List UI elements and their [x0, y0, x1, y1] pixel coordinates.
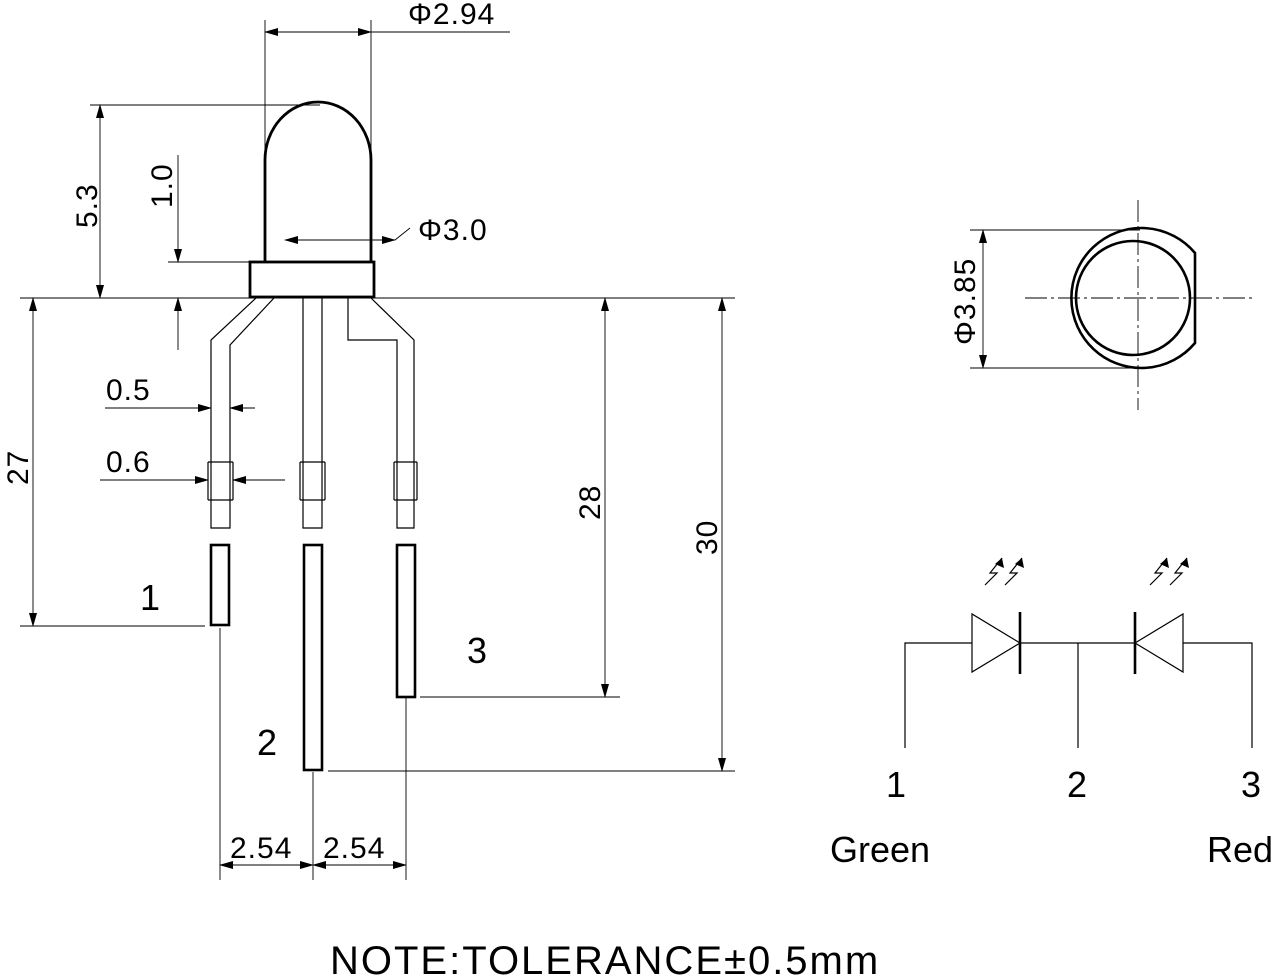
- dim-pitch-right: 2.54: [323, 832, 385, 865]
- lead-3: [347, 297, 415, 529]
- dim-body-height: 5.3: [71, 183, 104, 228]
- schematic-pin-2: 2: [1067, 764, 1087, 805]
- dim-lead1-length: 27: [2, 450, 35, 485]
- lead-1: [210, 297, 275, 529]
- dim-lead-width-a: 0.5: [106, 374, 151, 407]
- lead-2-lower: [302, 543, 324, 772]
- top-view-outer-ring: [1070, 226, 1197, 370]
- schematic-label-green: Green: [830, 829, 930, 870]
- pin-label-2: 2: [257, 722, 277, 763]
- dim-top-diameter: Φ3.85: [949, 258, 982, 345]
- tolerance-note: NOTE:TOLERANCE±0.5mm: [330, 939, 880, 980]
- dim-lead3-length: 28: [574, 485, 607, 520]
- dim-flange-diameter: Φ3.0: [418, 214, 488, 247]
- schematic-pin-1: 1: [886, 764, 906, 805]
- pin-label-1: 1: [140, 577, 160, 618]
- side-view: Φ2.94 Φ3.0 5.3 1.0 0.5 0.6 27 28 30: [2, 0, 735, 880]
- lead-3-lower: [395, 543, 417, 699]
- schematic: 1 2 3 Green Red: [830, 557, 1273, 870]
- schematic-pin-3: 3: [1241, 764, 1261, 805]
- dim-lead2-length: 30: [691, 520, 724, 555]
- dim-lead-width-b: 0.6: [106, 446, 151, 479]
- top-view: Φ3.85: [949, 200, 1255, 410]
- dim-flange-height: 1.0: [146, 163, 179, 208]
- schematic-label-red: Red: [1207, 829, 1273, 870]
- lead-2: [302, 298, 323, 529]
- dim-lens-diameter: Φ2.94: [408, 0, 495, 31]
- led-flange: [248, 260, 376, 299]
- pin-label-3: 3: [467, 630, 487, 671]
- diode-green: [971, 557, 1024, 674]
- led-lens: [263, 100, 373, 262]
- top-view-inner-circle: [1074, 239, 1192, 357]
- lead-1-lower: [209, 543, 231, 627]
- dim-pitch-left: 2.54: [230, 832, 292, 865]
- diode-red: [1133, 557, 1189, 674]
